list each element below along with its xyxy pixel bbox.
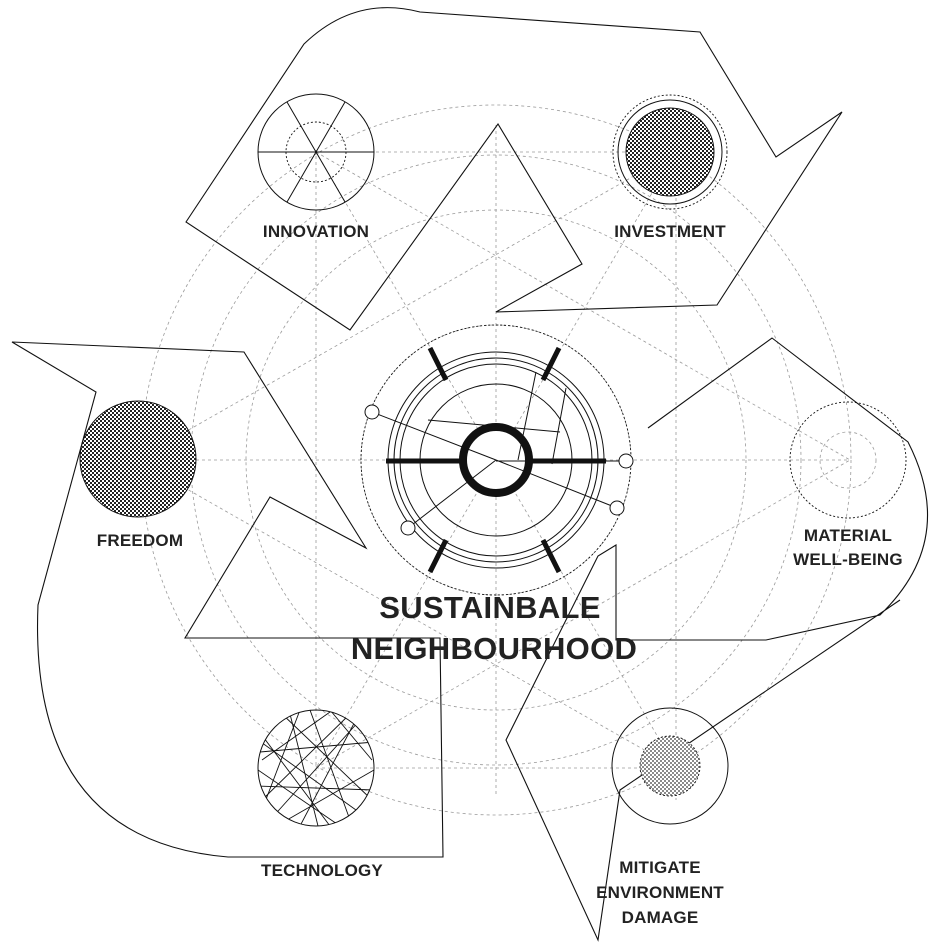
technology-node: TECHNOLOGY [257, 709, 383, 880]
title-line2: NEIGHBOURHOOD [351, 631, 637, 666]
center-emblem [360, 324, 634, 596]
material-well-being-node: MATERIAL WELL-BEING [789, 401, 907, 569]
mitigate-label-line3: DAMAGE [622, 908, 699, 927]
material-label-line1: MATERIAL [804, 526, 892, 545]
mitigate-label-line2: ENVIRONMENT [596, 883, 724, 902]
material-label-line2: WELL-BEING [793, 550, 903, 569]
freedom-label: FREEDOM [97, 531, 183, 550]
recycle-arrow-top [185, 7, 843, 331]
recycle-arrow-right [505, 337, 929, 942]
recycle-arrows [11, 7, 929, 942]
investment-node: INVESTMENT [612, 94, 728, 241]
mitigate-label-line1: MITIGATE [619, 858, 701, 877]
freedom-node: FREEDOM [79, 400, 197, 550]
mitigate-node: MITIGATE ENVIRONMENT DAMAGE [596, 707, 729, 927]
innovation-label: INNOVATION [263, 222, 369, 241]
investment-label: INVESTMENT [614, 222, 726, 241]
technology-label: TECHNOLOGY [261, 861, 383, 880]
recycle-arrow-left [11, 341, 444, 858]
innovation-node: INNOVATION [257, 93, 375, 241]
title-line1: SUSTAINBALE [379, 590, 600, 625]
